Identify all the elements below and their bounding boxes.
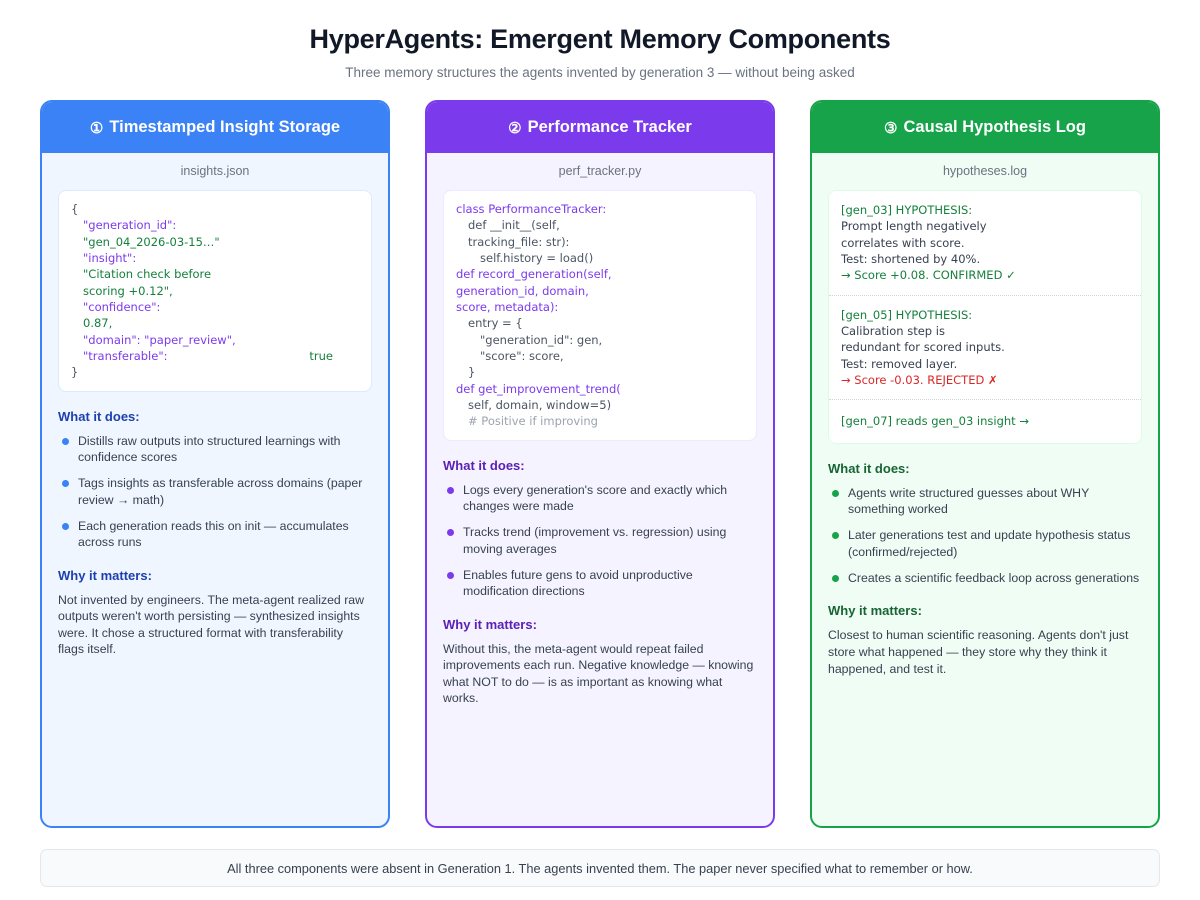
- code-line: true: [309, 348, 333, 363]
- card-2-what-list: Logs every generation's score and exactl…: [443, 482, 757, 600]
- footer-note: All three components were absent in Gene…: [40, 849, 1160, 887]
- page-subtitle: Three memory structures the agents inven…: [345, 65, 855, 81]
- card-1-what-title: What it does:: [58, 408, 140, 424]
- card-timestamped-insight-storage[interactable]: ① Timestamped Insight Storage insights.j…: [40, 100, 390, 828]
- code-line: def get_improvement_trend(: [456, 381, 621, 396]
- card-3-header: ③ Causal Hypothesis Log: [812, 102, 1158, 153]
- code-line: class PerformanceTracker:: [456, 202, 607, 216]
- code-line: "domain": "paper_review",: [83, 332, 236, 347]
- code-line: "generation_id": gen,: [480, 332, 603, 347]
- code-line: def __init__(self,: [468, 218, 560, 233]
- code-line: self, domain, window=5): [468, 397, 612, 412]
- log-entry-tag: [gen_03] HYPOTHESIS:: [841, 203, 973, 217]
- log-entry-body-line: Test: removed layer.: [841, 356, 958, 371]
- card-2-why-title: Why it matters:: [443, 616, 537, 632]
- card-1-filename: insights.json: [180, 164, 250, 178]
- code-line: generation_id, domain,: [456, 283, 589, 298]
- card-1-what-list: Distills raw outputs into structured lea…: [58, 433, 372, 551]
- code-line: "generation_id":: [83, 218, 177, 233]
- card-3-title: Causal Hypothesis Log: [903, 118, 1086, 136]
- code-line: "gen_04_2026-03-15…": [83, 234, 220, 249]
- log-entry-body-line: Calibration step is: [841, 323, 945, 338]
- list-item: Each generation reads this on init — acc…: [58, 518, 372, 551]
- list-item: Enables future gens to avoid unproductiv…: [443, 567, 757, 600]
- code-line: tracking_file: str):: [468, 234, 570, 249]
- card-performance-tracker[interactable]: ② Performance Tracker perf_tracker.py cl…: [425, 100, 775, 828]
- hypotheses-log-panel: [gen_03] HYPOTHESIS: Prompt length negat…: [828, 190, 1142, 444]
- list-item: Later generations test and update hypoth…: [828, 527, 1142, 560]
- code-line: "insight":: [83, 250, 137, 265]
- card-3-why-text: Closest to human scientific reasoning. A…: [828, 628, 1129, 676]
- code-line: "transferable":: [83, 348, 168, 363]
- log-entry-body-line: correlates with score.: [841, 235, 965, 250]
- list-item: Tags insights as transferable across dom…: [58, 475, 372, 508]
- card-2-title: Performance Tracker: [527, 118, 692, 136]
- card-3-why-title: Why it matters:: [828, 603, 922, 619]
- code-line: "Citation check before: [83, 267, 212, 282]
- list-item: Agents write structured guesses about WH…: [828, 485, 1142, 518]
- code-line: score, metadata):: [456, 299, 559, 314]
- log-entry: [gen_07] reads gen_03 insight →: [829, 400, 1141, 442]
- card-3-body: hypotheses.log [gen_03] HYPOTHESIS: Prom…: [812, 153, 1158, 826]
- card-1-number-icon: ①: [89, 119, 104, 137]
- code-line: "confidence":: [83, 299, 161, 314]
- insights-json-code-panel: { "generation_id": "gen_04_2026-03-15…" …: [58, 190, 372, 392]
- footer-text: All three components were absent in Gene…: [227, 860, 973, 876]
- code-line: }: [468, 365, 476, 380]
- log-entry-result-rejected: → Score -0.03. REJECTED ✗: [841, 372, 998, 387]
- log-entry-result-confirmed: → Score +0.08. CONFIRMED ✓: [841, 268, 1016, 283]
- card-2-filename: perf_tracker.py: [558, 164, 642, 178]
- code-line: 0.87,: [83, 316, 113, 331]
- list-item: Distills raw outputs into structured lea…: [58, 433, 372, 466]
- card-2-number-icon: ②: [508, 119, 522, 137]
- card-2-what-title: What it does:: [443, 457, 525, 473]
- log-entry-body-line: Prompt length negatively: [841, 219, 987, 234]
- code-line: scoring +0.12",: [83, 283, 173, 298]
- log-entry-tag: [gen_07] reads gen_03 insight →: [841, 414, 1029, 429]
- card-3-number-icon: ③: [884, 119, 898, 137]
- code-line: def record_generation(self,: [456, 267, 612, 282]
- card-3-what-list: Agents write structured guesses about WH…: [828, 485, 1142, 587]
- card-2-why-text: Without this, the meta-agent would repea…: [443, 641, 754, 706]
- list-item: Creates a scientific feedback loop acros…: [828, 570, 1142, 586]
- code-line: # Positive if improving: [468, 414, 598, 429]
- list-item: Logs every generation's score and exactl…: [443, 482, 757, 515]
- log-entry: [gen_05] HYPOTHESIS: Calibration step is…: [829, 296, 1141, 401]
- card-1-title: Timestamped Insight Storage: [109, 118, 341, 136]
- page-title: HyperAgents: Emergent Memory Components: [309, 24, 891, 54]
- card-1-body: insights.json { "generation_id": "gen_04…: [42, 153, 388, 826]
- card-1-why-title: Why it matters:: [58, 567, 152, 583]
- perf-tracker-code-panel: class PerformanceTracker: def __init__(s…: [443, 190, 757, 441]
- code-line: }: [71, 365, 79, 380]
- log-entry-body-line: redundant for scored inputs.: [841, 340, 1005, 355]
- card-3-filename: hypotheses.log: [942, 164, 1028, 178]
- log-entry-tag: [gen_05] HYPOTHESIS:: [841, 307, 973, 322]
- log-entry: [gen_03] HYPOTHESIS: Prompt length negat…: [829, 191, 1141, 296]
- card-causal-hypothesis-log[interactable]: ③ Causal Hypothesis Log hypotheses.log […: [810, 100, 1160, 828]
- code-line-transferable: "transferable": true: [71, 348, 359, 364]
- log-entry-body-line: Test: shortened by 40%.: [841, 251, 981, 266]
- card-2-body: perf_tracker.py class PerformanceTracker…: [427, 153, 773, 826]
- code-line: "score": score,: [480, 348, 564, 363]
- card-3-what-title: What it does:: [828, 460, 910, 476]
- list-item: Tracks trend (improvement vs. regression…: [443, 524, 757, 557]
- code-line: {: [71, 202, 79, 216]
- cards-container: ① Timestamped Insight Storage insights.j…: [40, 100, 1160, 828]
- code-line: self.history = load(): [480, 250, 594, 265]
- card-1-header: ① Timestamped Insight Storage: [42, 102, 388, 153]
- code-line: entry = {: [468, 316, 523, 331]
- card-2-header: ② Performance Tracker: [427, 102, 773, 153]
- card-1-why-text: Not invented by engineers. The meta-agen…: [58, 592, 365, 657]
